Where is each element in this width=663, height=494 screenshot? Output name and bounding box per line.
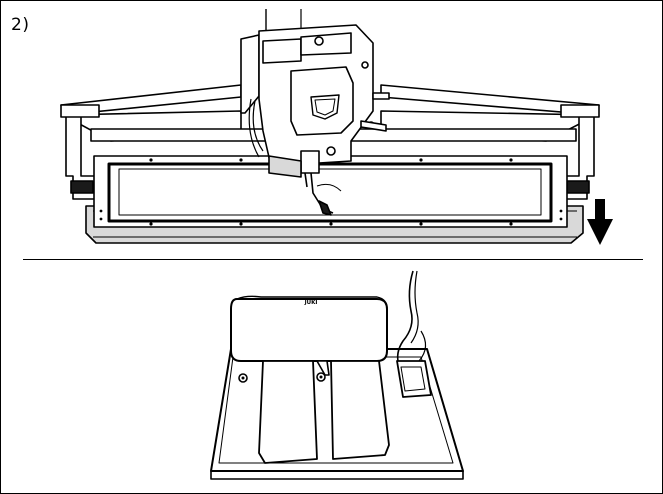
pedal-left xyxy=(258,360,318,464)
frame-screws xyxy=(99,158,563,226)
machine-head xyxy=(240,34,260,114)
step-label: 2) xyxy=(11,15,30,35)
foot-pedal-assembly xyxy=(210,270,464,480)
pedal-right xyxy=(330,360,390,460)
needle-bar xyxy=(300,150,320,174)
sewing-machine-assembly xyxy=(60,9,600,244)
pedal-cable xyxy=(396,270,414,366)
down-arrow-icon xyxy=(587,199,613,245)
pedal-housing xyxy=(230,298,388,362)
pedal-middle xyxy=(316,360,330,376)
section-divider xyxy=(23,259,643,260)
pedal-plug xyxy=(396,360,432,398)
machine-name-plate xyxy=(310,94,340,120)
pedal-brand-label: JUKI xyxy=(304,300,318,306)
